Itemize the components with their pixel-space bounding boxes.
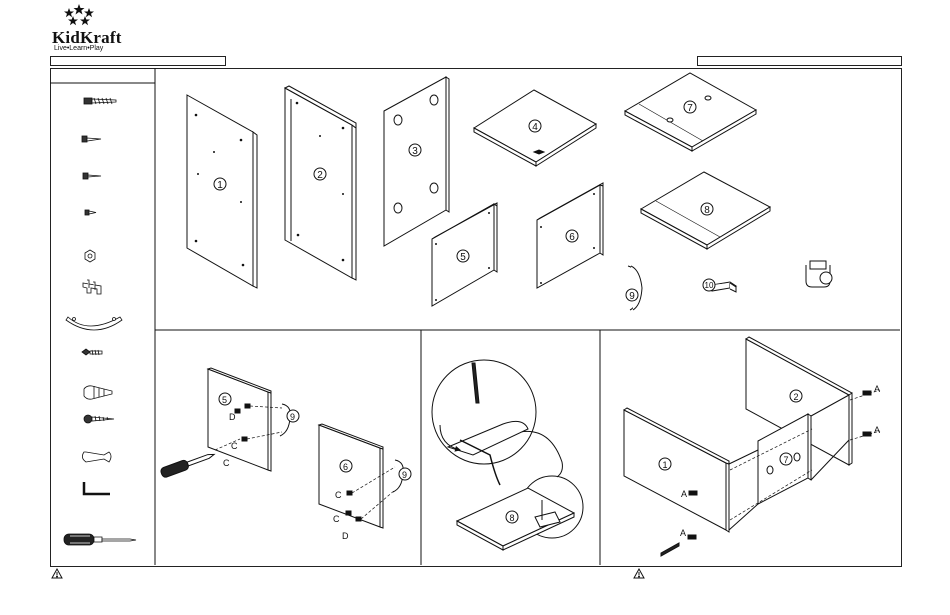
step3-diagram — [624, 337, 880, 556]
part-number-3: 3 — [412, 146, 418, 157]
part-number-8: 8 — [704, 205, 710, 216]
cam-lock-icon — [85, 250, 95, 262]
panel-2-drawing — [285, 86, 356, 280]
part-9-handle — [626, 266, 642, 310]
panel-3-drawing — [384, 77, 449, 246]
part-number-6: 6 — [569, 232, 575, 243]
step1-label-c2: C — [223, 458, 230, 468]
screwdriver-icon — [64, 534, 136, 545]
part-number-9: 9 — [629, 291, 635, 302]
step3-label-1: 1 — [662, 460, 667, 470]
hook-screw-icon — [82, 349, 102, 355]
curved-handle-icon — [66, 317, 122, 330]
step3-label-a3: A — [874, 384, 880, 394]
long-screw-icon — [84, 98, 116, 104]
step1-label-5: 5 — [222, 395, 227, 405]
wood-screw-icon — [84, 415, 114, 423]
step3-label-a2: A — [680, 528, 686, 538]
bracket-icon — [83, 280, 101, 294]
step1-label-6: 6 — [343, 462, 348, 472]
screw-d-icon — [83, 173, 101, 179]
step3-label-2: 2 — [793, 392, 798, 402]
hardware-list — [64, 98, 136, 545]
step1-label-d2: D — [342, 531, 349, 541]
screw-c-icon — [82, 136, 101, 142]
step1-label-c4: C — [333, 514, 340, 524]
clamp-part — [806, 261, 832, 287]
step1-label-c1: C — [231, 441, 238, 451]
step1-label-d1: D — [229, 412, 236, 422]
step2-diagram — [432, 360, 583, 550]
step3-label-a4: A — [874, 425, 880, 435]
step3-label-7: 7 — [783, 455, 788, 465]
part-number-7: 7 — [687, 103, 693, 114]
step1-label-9a: 9 — [290, 412, 295, 422]
step1-label-9b: 9 — [402, 470, 407, 480]
step1-diagram — [160, 368, 411, 528]
wrench-icon — [82, 452, 111, 462]
warning-triangle-icon — [52, 569, 62, 578]
step2-label-8: 8 — [509, 513, 514, 523]
part-number-5: 5 — [460, 252, 466, 263]
small-screw-icon — [85, 210, 96, 215]
part-number-1: 1 — [217, 180, 223, 191]
warning-triangle-icon — [634, 569, 644, 578]
part-number-10: 10 — [705, 281, 714, 290]
step3-label-a1: A — [681, 489, 687, 499]
wall-anchor-icon — [84, 386, 112, 399]
part-number-4: 4 — [532, 122, 538, 133]
allen-key-icon — [84, 482, 110, 494]
part-number-2: 2 — [317, 170, 323, 181]
panel-1-drawing — [187, 95, 257, 288]
step1-label-c3: C — [335, 490, 342, 500]
